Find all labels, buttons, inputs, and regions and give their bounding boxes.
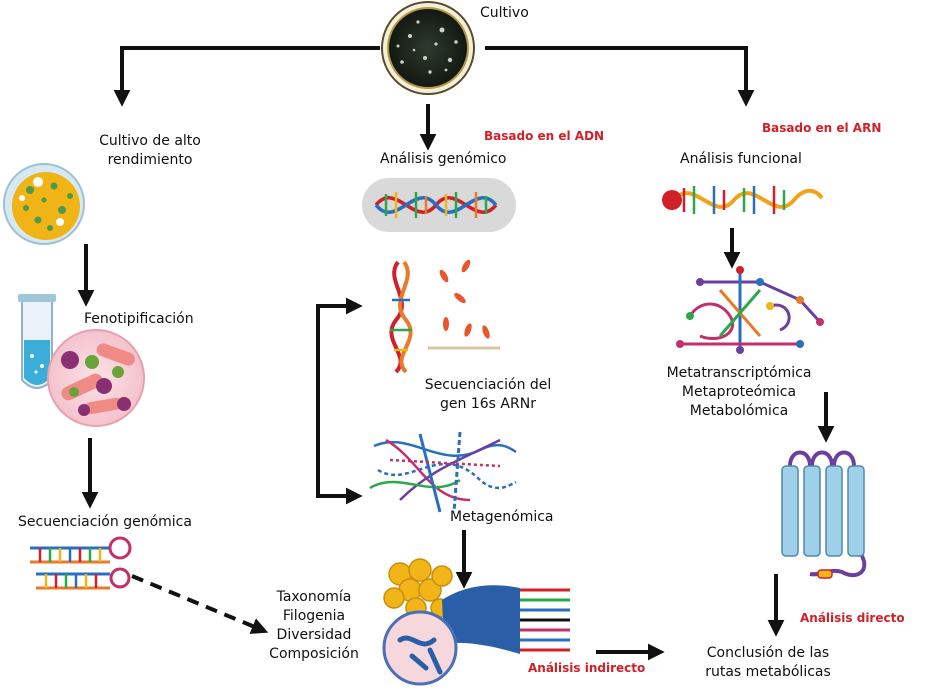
secuenciacion-16s-line-1: Secuenciación del	[424, 377, 552, 393]
metaproteomica: Metaproteómica	[681, 383, 797, 400]
conclusion-line-2: rutas metabólicas	[705, 663, 831, 680]
genomic-hairpin-icon	[30, 536, 132, 590]
metatranscriptomica: Metatranscriptómica	[666, 365, 812, 381]
cultivo-label: Cultivo	[480, 5, 529, 21]
analisis-directo-label: Análisis directo	[800, 611, 905, 625]
16s-rrna-icon	[389, 259, 500, 374]
dna-helix-icon	[362, 178, 516, 232]
metagenomica-label: Metagenómica	[450, 509, 554, 525]
cultivo-alto-rendimiento-label: Cultivo de alto rendimiento	[99, 132, 201, 170]
secuenciacion-genomica-label: Secuenciación genómica	[18, 514, 192, 530]
analisis-indirecto-label: Análisis indirecto	[528, 661, 646, 675]
arrow-group	[77, 46, 835, 661]
arrow-to-analisis-funcional	[485, 46, 755, 107]
conclusion-label: Conclusión de las rutas metabólicas	[705, 644, 831, 682]
secuenciacion-16s-label: Secuenciación del gen 16s ARNr	[425, 376, 552, 414]
secuenciacion-16s-line-2: gen 16s ARNr	[440, 395, 536, 412]
arrow-to-alto-rendimiento	[113, 46, 380, 107]
high-throughput-plate-icon	[3, 163, 85, 245]
cultivo-alto-line-2: rendimiento	[107, 151, 193, 168]
arrow-to-16s-and-metagenomica	[316, 304, 363, 505]
conclusion-line-1: Conclusión de las	[706, 645, 830, 661]
composicion: Composición	[269, 645, 359, 662]
rna-strand-icon	[662, 186, 824, 214]
taxonomia: Taxonomía	[276, 589, 352, 605]
petri-dish-icon	[381, 1, 475, 95]
metaomicas-label: Metatranscriptómica Metaproteómica Metab…	[667, 364, 812, 421]
dashed-arrow-to-taxonomia	[131, 574, 269, 634]
metabolomica: Metabolómica	[689, 402, 789, 419]
analisis-funcional-label: Análisis funcional	[680, 151, 802, 167]
metabolic-network-icon	[676, 266, 824, 354]
analisis-genomico-label: Análisis genómico	[380, 151, 507, 167]
diversidad: Diversidad	[276, 626, 352, 643]
resultados-label: Taxonomía Filogenia Diversidad Composici…	[269, 588, 359, 664]
test-tube-icon	[18, 294, 56, 389]
filogenia: Filogenia	[282, 607, 346, 624]
cells-magnified-icon	[47, 329, 145, 427]
basado-arn-label: Basado en el ARN	[762, 121, 882, 135]
membrane-protein-icon	[781, 450, 867, 579]
fenotipificacion-label: Fenotipificación	[84, 311, 194, 327]
cultivo-alto-line-1: Cultivo de alto	[99, 133, 201, 149]
metagenome-network-icon	[369, 431, 517, 513]
basado-adn-label: Basado en el ADN	[484, 129, 605, 143]
sequence-bundle-icon	[382, 558, 570, 686]
